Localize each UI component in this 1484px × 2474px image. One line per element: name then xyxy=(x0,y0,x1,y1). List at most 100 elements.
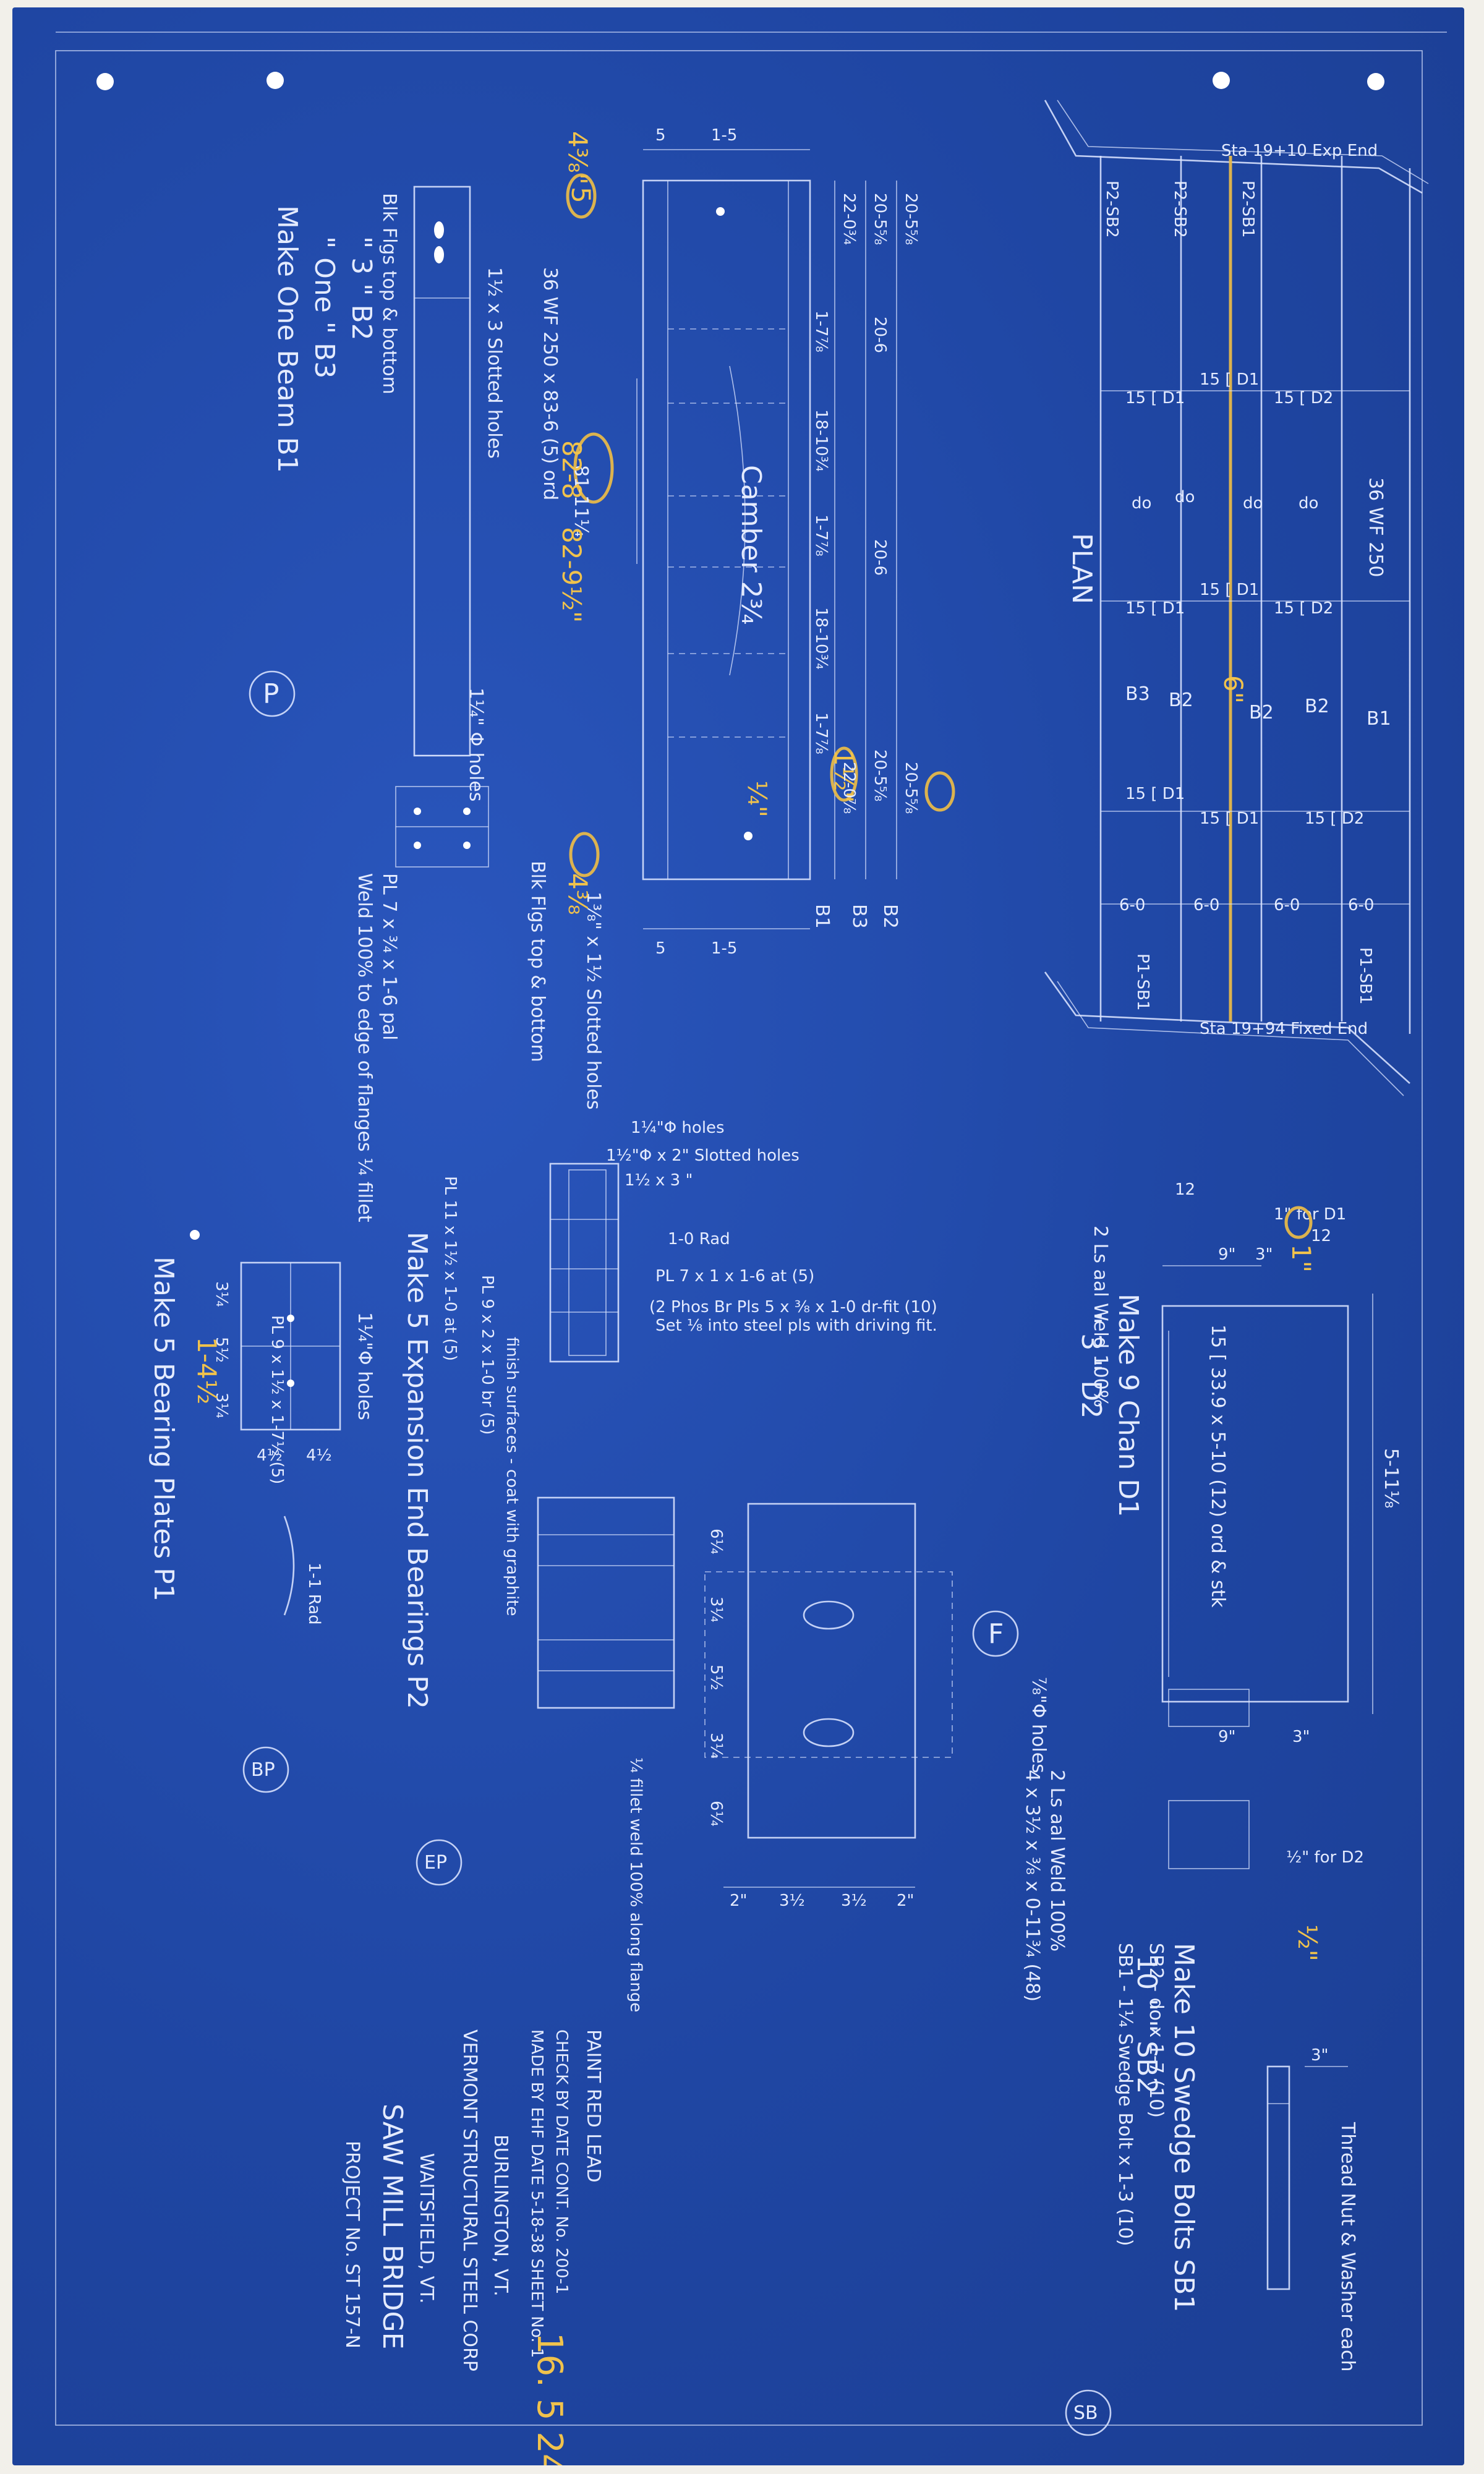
camber-arc xyxy=(729,365,746,676)
svg-text:15 [ D1: 15 [ D1 xyxy=(1200,809,1259,828)
svg-text:6-0: 6-0 xyxy=(1348,896,1374,915)
exp-holes-3: 1½ x 3 " xyxy=(625,1171,693,1190)
dim-label: 12 xyxy=(1311,1227,1331,1245)
end-label: B1 xyxy=(811,904,833,929)
for-d2: ½" for D2 xyxy=(1286,1848,1364,1867)
svg-text:3¼: 3¼ xyxy=(707,1733,725,1759)
dim-label: 12 xyxy=(1175,1180,1195,1199)
sb2-text: SB2 - do x 1-7 (10) xyxy=(1145,1943,1167,2118)
weld-top: 2 Ls aal Weld 100% xyxy=(1090,1226,1111,1407)
yellow-mark: 5 xyxy=(566,187,596,203)
svg-text:P1-SB1: P1-SB1 xyxy=(1356,947,1375,1005)
svg-text:do: do xyxy=(1243,494,1263,513)
mark-circle-sb xyxy=(1065,2389,1112,2436)
dim-label: 3½ xyxy=(841,1892,867,1910)
svg-text:B2: B2 xyxy=(1249,702,1274,723)
make-d2-text: " 3 " D2 xyxy=(1075,1312,1107,1418)
beam-texts: Make One Beam B1 " One " B3 " 3 " B2 Blk… xyxy=(249,126,920,1222)
beam-section-label: 36 WF 250 x 83-6 (5) ord xyxy=(539,267,561,500)
svg-text:6-0: 6-0 xyxy=(1274,896,1300,915)
svg-text:do: do xyxy=(1298,494,1318,513)
beam-elevation xyxy=(395,149,955,929)
svg-text:15 [ D2: 15 [ D2 xyxy=(1305,809,1364,828)
dim-label: 1-5 xyxy=(711,939,737,958)
channel-holes: ⅞"Φ holes xyxy=(1028,1677,1049,1773)
plan-diaphragms: 15 [ D1 15 [ D1 15 [ D2 15 [ D1 15 [ D1 … xyxy=(1125,370,1364,828)
make-swedge-text: Make 10 Swedge Bolts SB1 xyxy=(1168,1943,1200,2312)
dim-label: 20-5⅝ xyxy=(871,749,889,801)
yellow-mark: 4⅜ xyxy=(563,873,593,915)
yellow-mark: ½" xyxy=(1292,1924,1323,1961)
sb1-text: SB1 - 1¼ Swedge Bolt x 1-3 (10) xyxy=(1114,1943,1136,2246)
dim-label: 3" xyxy=(1292,1728,1310,1746)
plan-yellow-dim: 6" xyxy=(1218,675,1248,704)
len-yellow-a: 82-8 xyxy=(556,440,587,499)
svg-text:15 [ D1: 15 [ D1 xyxy=(1125,389,1185,407)
dim-label: 4½ xyxy=(306,1446,332,1465)
dim-label: 3¼ xyxy=(212,1281,231,1307)
station-top: Sta 19+10 Exp End xyxy=(1221,142,1378,160)
dim-label: 1-5 xyxy=(711,126,737,145)
weld-note: Weld 100% to edge of flanges ¼ fillet xyxy=(354,873,375,1222)
dim-label: 22-0⅞ xyxy=(840,762,858,814)
svg-text:15 [ D2: 15 [ D2 xyxy=(1274,389,1333,407)
dim-label: 18-10¾ xyxy=(812,409,830,472)
plan-beam-marks: B3 B2 B2 B2 B1 xyxy=(1125,683,1391,730)
expansion-bearing-detail: 6¼ 3¼ 5½ 3¼ 6¼ 2" 3½ 3½ 2" 1¼"Φ holes 1½… xyxy=(401,1119,953,2012)
channel-section: 15 [ 33.9 x 5-10 (12) ord & stk xyxy=(1207,1324,1229,1608)
dim-label: 1-7⅞ xyxy=(812,712,830,754)
svg-text:15 [ D1: 15 [ D1 xyxy=(1125,599,1185,618)
svg-text:3¼: 3¼ xyxy=(707,1597,725,1623)
dim-label: 1-7⅞ xyxy=(812,514,830,557)
blk-flgs-bottom: Blk Flgs top & bottom xyxy=(527,861,548,1062)
mark-ep: EP xyxy=(424,1852,447,1874)
channel-outline xyxy=(1161,1305,1349,1703)
dim-label: 3½ xyxy=(779,1892,805,1910)
dim-label: 4½ xyxy=(257,1446,283,1465)
dim-label: 20-5⅝ xyxy=(902,762,920,814)
dim-label: 5 xyxy=(655,939,666,958)
exp-holes-1: 1¼"Φ holes xyxy=(631,1119,725,1137)
svg-text:do: do xyxy=(1132,494,1151,513)
plan-bays: 6-0 6-0 6-0 6-0 xyxy=(1119,896,1374,915)
svg-text:P1-SB1: P1-SB1 xyxy=(1133,953,1152,1011)
punch-hole xyxy=(1367,73,1384,90)
exp-rad: 1-0 Rad xyxy=(668,1230,730,1248)
dim-label: 2" xyxy=(730,1892,748,1910)
plan-plates: P2-SB2 P2-SB2 P2-SB1 P1-SB1 P1-SB1 xyxy=(1102,181,1375,1011)
exp-finish: finish surfaces - coat with graphite xyxy=(503,1337,521,1616)
blk-flgs-top: Blk Flgs top & bottom xyxy=(378,193,400,395)
mark-circle-ep xyxy=(416,1839,463,1886)
exp-pl-2: (2 Phos Br Pls 5 x ⅜ x 1-0 dr-fit (10) xyxy=(649,1298,937,1316)
svg-text:15 [ D2: 15 [ D2 xyxy=(1274,599,1333,618)
plan-beam-label: 36 WF 250 xyxy=(1365,477,1386,577)
make-swedge-2-text: 10 " " SB2 xyxy=(1131,1955,1162,2094)
channel-length: 5-11⅛ xyxy=(1380,1448,1402,1508)
make-b3-text: " One " B3 xyxy=(309,236,340,378)
dim-label: 18-10¾ xyxy=(812,607,830,670)
make-bearing-text: Make 5 Bearing Plates P1 xyxy=(148,1256,179,1602)
make-b2-text: " 3 " B2 xyxy=(346,236,377,341)
yellow-mark: 1" xyxy=(1286,1244,1316,1273)
thread-note: Thread Nut & Washer each xyxy=(1337,2122,1358,2372)
svg-text:P2-SB1: P2-SB1 xyxy=(1239,181,1257,238)
svg-text:15 [ D1: 15 [ D1 xyxy=(1200,370,1259,389)
svg-text:B2: B2 xyxy=(1305,696,1329,717)
svg-text:B2: B2 xyxy=(1169,689,1193,711)
station-bottom: Sta 19+94 Fixed End xyxy=(1200,1020,1368,1038)
exp-pl-4: PL 9 x 2 x 1-0 br (5) xyxy=(478,1275,497,1435)
yellow-mark: 4⅜" xyxy=(563,131,593,185)
dim-label: 20-6 xyxy=(871,539,889,576)
mark-p: P xyxy=(263,678,279,710)
dim-label: 9" xyxy=(1218,1728,1236,1746)
bearing-plate-detail: 1¼"Φ holes PL 9 x 1½ x 1-7½ (5) 1-1 Rad … xyxy=(148,1230,375,1793)
beam-length: 81-11¼ xyxy=(570,465,592,537)
blueprint-sheet: Make One Beam B1 " One " B3 " 3 " B2 Blk… xyxy=(12,7,1464,2465)
company-city: BURLINGTON, VT. xyxy=(490,2135,511,2297)
angle-note: 4 x 3½ x ⅜ x 0-11¾ (48) xyxy=(1021,1770,1043,2002)
mark-bp: BP xyxy=(251,1759,275,1781)
dim-label: 20-5⅝ xyxy=(902,193,920,245)
mark-circle-bp xyxy=(242,1746,289,1793)
dim-label: 9" xyxy=(1218,1245,1236,1264)
svg-text:6¼: 6¼ xyxy=(707,1529,725,1555)
